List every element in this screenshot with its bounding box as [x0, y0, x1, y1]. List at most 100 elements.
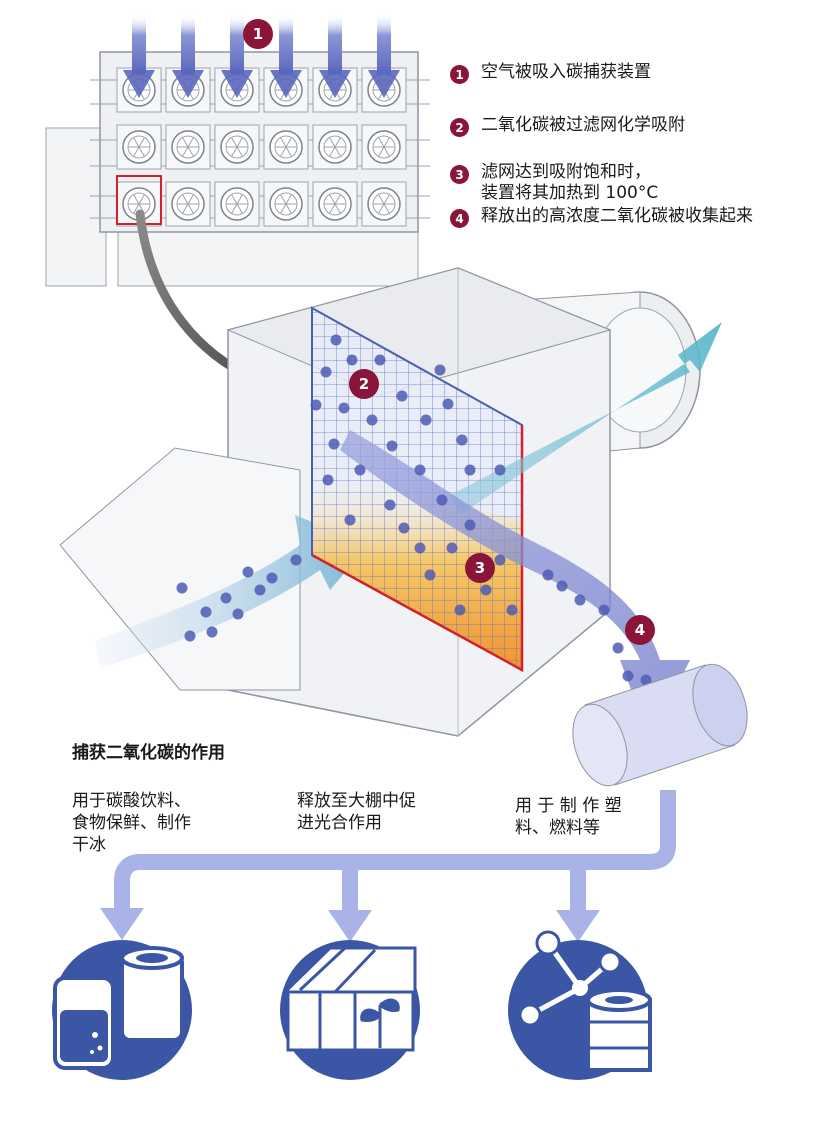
fan-icon [312, 181, 358, 227]
fan-icon [361, 124, 407, 170]
co2-dot [456, 434, 468, 446]
step-2: 2 二氧化碳被过滤网化学吸附 [450, 115, 685, 137]
co2-dot [184, 630, 196, 642]
co2-dot [398, 522, 410, 534]
co2-dot [330, 334, 342, 346]
co2-dot [232, 608, 244, 620]
fan-icon [263, 124, 309, 170]
step-text: 二氧化碳被过滤网化学吸附 [481, 115, 685, 135]
air-intake-arrow [221, 14, 253, 98]
co2-dot [206, 626, 218, 638]
svg-text:1: 1 [253, 25, 263, 43]
air-intake-arrow [368, 14, 400, 98]
co2-dot [386, 440, 398, 452]
fan-icon [165, 124, 211, 170]
svg-text:2: 2 [359, 375, 369, 393]
co2-dot [320, 366, 332, 378]
fan-icon [214, 181, 260, 227]
co2-dot [266, 572, 278, 584]
use-beverages-text: 用于碳酸饮料、 食物保鲜、制作 干冰 [72, 791, 191, 855]
co2-dot [290, 554, 302, 566]
step-3: 3 滤网达到吸附饱和时， 装置将其加热到 100°C [450, 162, 658, 204]
co2-dot [442, 398, 454, 410]
step-badge-4: 4 [625, 615, 655, 645]
fan-icon [214, 124, 260, 170]
svg-text:4: 4 [635, 621, 645, 639]
co2-dot [464, 464, 476, 476]
air-intake-arrow [270, 14, 302, 98]
distribution-arrowheads [100, 908, 600, 942]
co2-dot [640, 674, 652, 686]
air-intake-arrow [172, 14, 204, 98]
co2-dot [344, 514, 356, 526]
air-intake-arrow [123, 14, 155, 98]
co2-dot [414, 542, 426, 554]
step-1: 1 空气被吸入碳捕获装置 [450, 62, 651, 84]
svg-text:3: 3 [475, 559, 485, 577]
co2-dot [366, 414, 378, 426]
use-greenhouse-text: 释放至大棚中促 进光合作用 [297, 791, 416, 833]
co2-dot [338, 402, 350, 414]
air-intake-arrow [319, 14, 351, 98]
co2-dot [556, 580, 568, 592]
co2-dot [200, 606, 212, 618]
step-text: 空气被吸入碳捕获装置 [481, 62, 651, 82]
distribution-pipes [114, 790, 676, 912]
step-number: 1 [450, 65, 469, 84]
co2-dot [220, 592, 232, 604]
incoming-air-flow [95, 515, 368, 668]
co2-dot [328, 438, 340, 450]
step-number: 3 [450, 165, 469, 184]
co2-dot [464, 519, 476, 531]
step-badge-3: 3 [465, 553, 495, 583]
step-text: 滤网达到吸附饱和时， 装置将其加热到 100°C [481, 162, 659, 203]
co2-dot [384, 499, 396, 511]
co2-dot [542, 569, 554, 581]
diagram-step-badges: 1 2 3 4 [243, 19, 655, 645]
beverage-can-icon [52, 940, 192, 1080]
molecule-barrel-icon [508, 930, 652, 1080]
co2-dot [598, 604, 610, 616]
co2-dot [574, 594, 586, 606]
co2-dot [310, 399, 322, 411]
co2-collection-flow [340, 430, 690, 740]
co2-collector-tank [572, 663, 748, 787]
co2-dot [354, 464, 366, 476]
co2-dot [612, 642, 624, 654]
co2-dot [480, 584, 492, 596]
fan-icon [116, 124, 162, 170]
air-intake-arrows [123, 14, 400, 98]
co2-dot [436, 494, 448, 506]
greenhouse-icon [280, 940, 420, 1080]
co2-dot [322, 474, 334, 486]
co2-dot [454, 604, 466, 616]
fan-icon [361, 181, 407, 227]
step-badge-2: 2 [349, 369, 379, 399]
co2-dot [374, 354, 386, 366]
fan-icon [165, 181, 211, 227]
co2-dot [494, 464, 506, 476]
co2-dot [424, 569, 436, 581]
fan-icon [263, 181, 309, 227]
step-text: 释放出的高浓度二氧化碳被收集起来 [481, 206, 753, 226]
co2-dot [254, 584, 266, 596]
uses-title: 捕获二氧化碳的作用 [72, 743, 225, 763]
co2-dot [506, 604, 518, 616]
co2-dot [494, 554, 506, 566]
co2-dot [434, 364, 446, 376]
fan-wall-unit [45, 51, 430, 287]
co2-dot [414, 464, 426, 476]
clean-air-outflow [450, 322, 722, 515]
fan-icon [312, 124, 358, 170]
co2-dot [420, 414, 432, 426]
co2-dot [346, 354, 358, 366]
co2-dot [396, 390, 408, 402]
step-badge-1: 1 [243, 19, 273, 49]
step-number: 4 [450, 209, 469, 228]
co2-dot [622, 670, 634, 682]
co2-dot [176, 582, 188, 594]
use-plastics-fuel-text: 用 于 制 作 塑 料、燃料等 [515, 796, 622, 838]
step-4: 4 释放出的高浓度二氧化碳被收集起来 [450, 206, 753, 228]
co2-dot [446, 542, 458, 554]
